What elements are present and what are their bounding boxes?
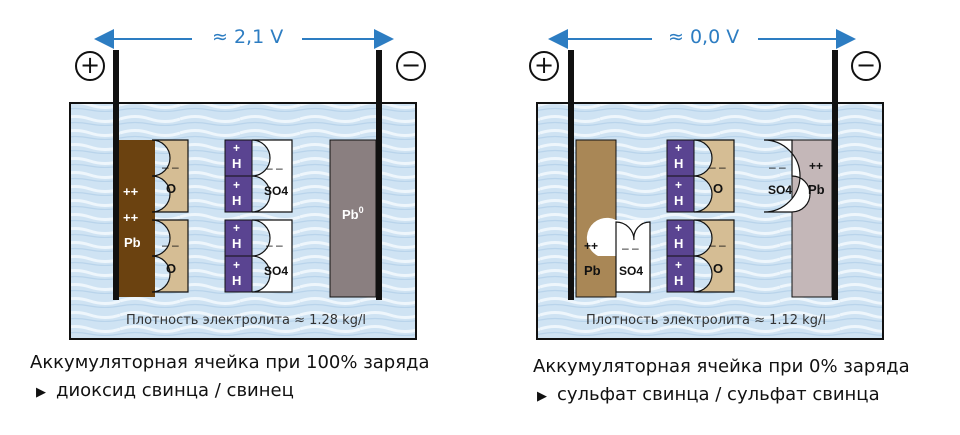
pbso4-neg-element: Pb (808, 182, 825, 197)
pbo2-element: Pb (124, 235, 141, 250)
positive-terminal (568, 50, 574, 300)
lead-plate (329, 139, 377, 298)
pbso4-neg-charge: ++ (809, 159, 823, 173)
left-voltage: ≈ 2,1 V (212, 26, 284, 48)
oxygen-charge-top: – – (162, 160, 179, 174)
sulfate-charge-bottom: – – (266, 238, 283, 252)
right-voltage: ≈ 0,0 V (668, 26, 740, 48)
sulfate-label-bottom: SO4 (264, 264, 288, 278)
right-density: Плотность электролита ≈ 1.12 kg/l (586, 313, 826, 328)
negative-terminal (376, 50, 382, 300)
pbo2-charge-top: ++ (123, 184, 139, 199)
h-charge-4: + (675, 258, 682, 272)
left-subcaption: диоксид свинца / свинец (56, 380, 294, 401)
right-caption: Аккумуляторная ячейка при 0% заряда (533, 356, 910, 377)
h-charge-4: + (233, 258, 240, 272)
right-subcaption: сульфат свинца / сульфат свинца (557, 384, 880, 405)
h-label-1: H (232, 156, 241, 171)
h-label-2: H (674, 193, 683, 208)
h-label-3: H (674, 236, 683, 251)
left-bullet-icon: ▶ (36, 385, 46, 400)
negative-terminal (832, 50, 838, 300)
right-subcaption-row: ▶ сульфат свинца / сульфат свинца (537, 384, 880, 405)
pbso4-neg-sulfate: SO4 (768, 183, 792, 197)
left-subcaption-row: ▶ диоксид свинца / свинец (36, 380, 294, 401)
right-minus-terminal-symbol: − (851, 51, 881, 81)
water-molecule-top (666, 139, 735, 213)
oxygen-label-bottom: O (166, 261, 176, 276)
h-charge-1: + (233, 141, 240, 155)
water-molecule-bottom (666, 219, 735, 293)
h-label-4: H (674, 273, 683, 288)
left-density: Плотность электролита ≈ 1.28 kg/l (126, 313, 366, 328)
pbso4-pos-sulfate-charge: – – (622, 241, 639, 255)
oxygen-label-bottom: O (713, 261, 723, 276)
sulfate-bound-positive (586, 217, 651, 293)
pbo2-plate (119, 140, 155, 297)
oxygen-ion-bottom (151, 219, 189, 293)
oxygen-ion-top (151, 139, 189, 213)
pbso4-pos-sulfate: SO4 (619, 264, 643, 278)
h-charge-2: + (675, 178, 682, 192)
oxygen-label-top: O (713, 181, 723, 196)
sulfuric-acid-bottom (224, 219, 293, 293)
lead-element: Pb0 (342, 205, 364, 222)
left-plus-terminal-symbol: + (75, 51, 105, 81)
h-label-3: H (232, 236, 241, 251)
h-charge-1: + (675, 141, 682, 155)
right-cell-diagram: ++ Pb – – SO4 + H + H + H + H – – O – – … (536, 29, 884, 340)
sulfate-charge-top: – – (266, 161, 283, 175)
pbo2-charge-mid: ++ (123, 210, 139, 225)
oxygen-charge-top: – – (709, 160, 726, 174)
h-label-1: H (674, 156, 683, 171)
left-caption: Аккумуляторная ячейка при 100% заряда (30, 352, 430, 373)
left-minus-terminal-symbol: − (396, 51, 426, 81)
right-plus-terminal-symbol: + (529, 51, 559, 81)
h-label-2: H (232, 193, 241, 208)
sulfate-bound-negative (763, 139, 811, 213)
sulfuric-acid-top (224, 139, 293, 213)
pbso4-pos-charge: ++ (584, 239, 598, 253)
h-charge-2: + (233, 178, 240, 192)
left-cell-diagram: ++ ++ Pb – – O – – O + H + H + H + H – –… (69, 29, 417, 340)
h-charge-3: + (675, 221, 682, 235)
pbso4-neg-sulfate-charge: – – (769, 160, 786, 174)
right-bullet-icon: ▶ (537, 389, 547, 404)
oxygen-charge-bottom: – – (162, 238, 179, 252)
h-label-4: H (232, 273, 241, 288)
sulfate-label-top: SO4 (264, 184, 288, 198)
pbso4-pos-element: Pb (584, 263, 601, 278)
h-charge-3: + (233, 221, 240, 235)
oxygen-label-top: O (166, 181, 176, 196)
oxygen-charge-bottom: – – (709, 238, 726, 252)
positive-terminal (113, 50, 119, 300)
